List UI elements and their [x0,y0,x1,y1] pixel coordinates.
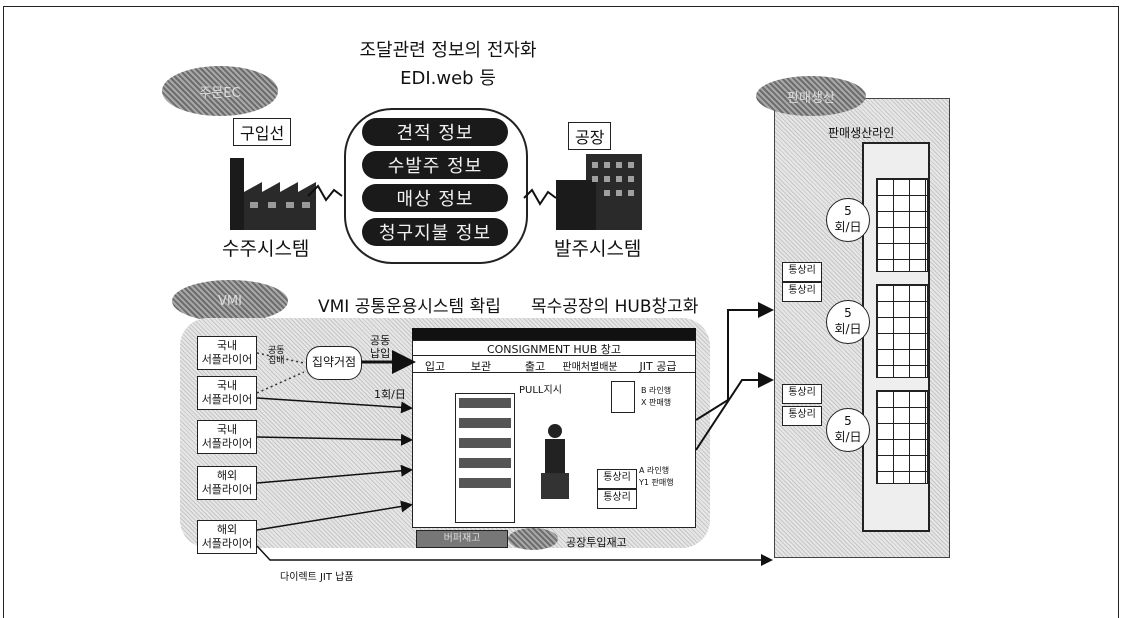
station-2 [876,284,928,378]
station-1 [876,178,928,272]
right-tote-1: 통상리 [782,262,822,282]
freq-bubble-3: 5 회/日 [826,408,870,452]
right-tote-2: 통상리 [782,282,822,302]
production-line-label: 판매생산라인 [828,124,894,141]
freq-bubble-1: 5 회/日 [826,198,870,242]
right-tote-3: 통상리 [782,384,822,404]
station-3 [876,390,928,484]
freq-bubble-2: 5 회/日 [826,300,870,344]
right-tote-4: 통상리 [782,406,822,426]
sales-production-oval: 판매생산 [756,76,866,116]
